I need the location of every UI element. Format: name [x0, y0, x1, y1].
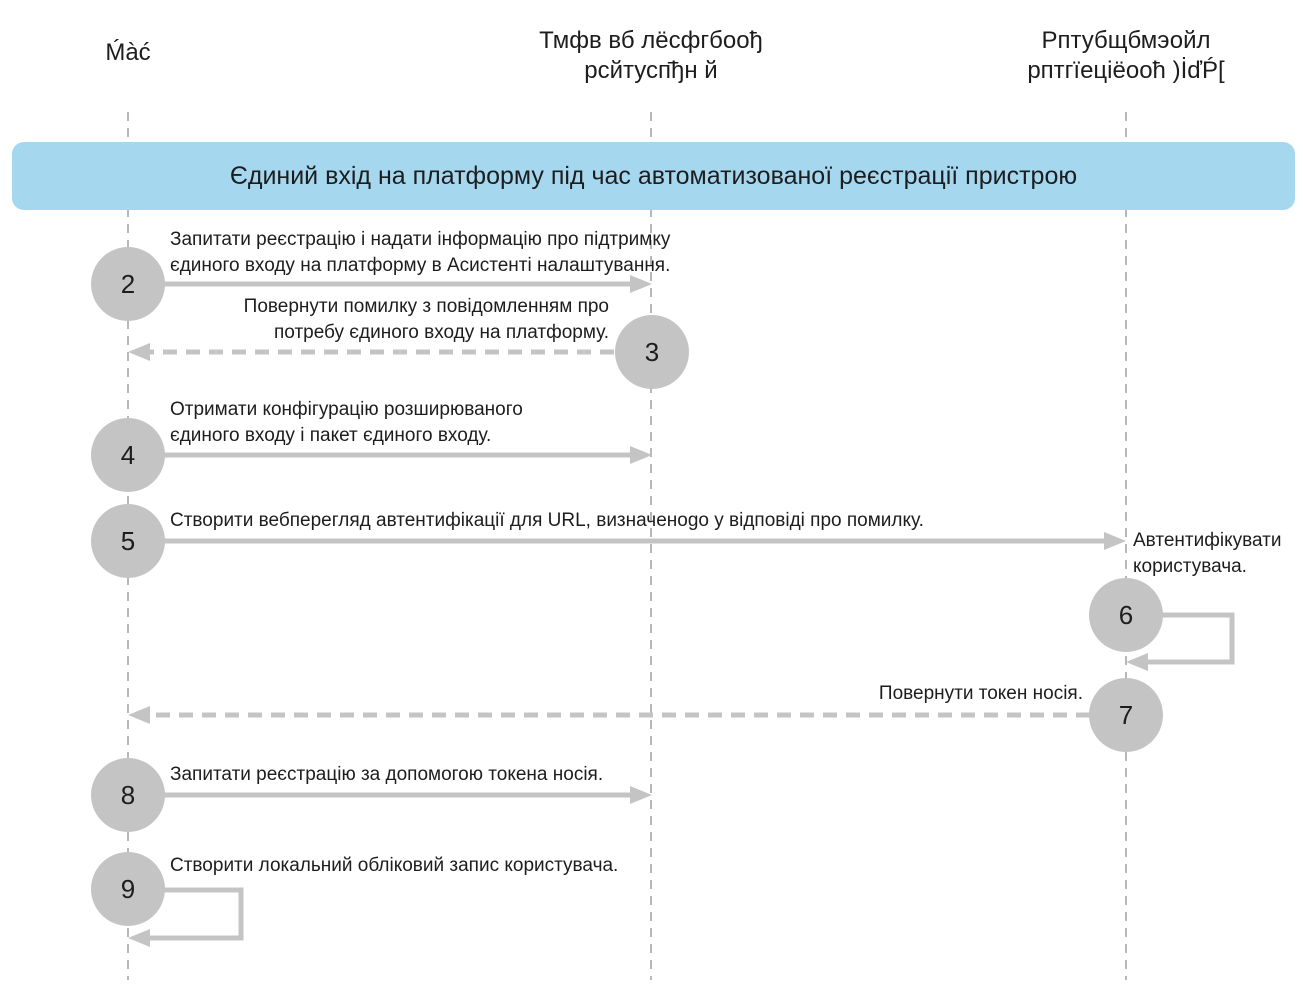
- arrowhead-step-3: [128, 343, 150, 361]
- arrowhead-step-4: [630, 446, 652, 464]
- step-9-label-line-1: Створити локальний обліковий запис корис…: [170, 855, 619, 876]
- arrowhead-step-7: [128, 706, 150, 724]
- step-2-label: Запитати реєстрацію і надати інформацію …: [170, 227, 670, 279]
- step-6-label-line-2: користувача.: [1133, 556, 1247, 577]
- step-5-label: Створити вебперегляд автентифікації для …: [170, 508, 924, 534]
- arrowhead-step-8: [630, 786, 652, 804]
- step-4-label-line-2: єдиного входу і пакет єдиного входу.: [170, 425, 492, 446]
- step-8-badge: 8: [91, 758, 165, 832]
- step-7-label: Повернути токен носія.: [879, 681, 1083, 707]
- step-3-label: Повернути помилку з повідомленням про по…: [244, 294, 609, 346]
- arrows: [128, 275, 1235, 947]
- step-3-label-line-1: Повернути помилку з повідомленням про: [243, 296, 609, 317]
- column-title-identity-provider: Рптубщбмэойл рптгїеціёооћ )İďṔ[: [976, 26, 1276, 86]
- column-title-device-service-line-1: Тмфв вб лёсфгбоођ: [539, 27, 763, 54]
- step-2-label-line-2: єдиного входу на платформу в Асистенті н…: [170, 255, 671, 276]
- column-title-device-service: Тмфв вб лёсфгбоођ рсйтусп̄ђн й: [501, 26, 801, 86]
- step-6-label: Автентифікувати користувача.: [1133, 528, 1281, 580]
- step-9-badge: 9: [91, 852, 165, 926]
- step-2-label-line-1: Запитати реєстрацію і надати інформацію …: [170, 229, 671, 250]
- step-8-label: Запитати реєстрацію за допомогою токена …: [170, 762, 603, 788]
- step-9-label: Створити локальний обліковий запис корис…: [170, 853, 618, 879]
- step-7-label-line-1: Повернути токен носія.: [878, 683, 1083, 704]
- step-4-label: Отримати конфігурацію розширюваного єдин…: [170, 397, 523, 449]
- banner: Єдиний вхід на платформу під час автомат…: [12, 142, 1295, 210]
- arrow-step-6: [1142, 612, 1235, 665]
- step-5-badge: 5: [91, 504, 165, 578]
- step-7-badge: 7: [1089, 678, 1163, 752]
- step-5-label-line-1: Створити вебперегляд автентифікації для …: [170, 510, 924, 531]
- arrowhead-step-5: [1104, 532, 1126, 550]
- arrowhead-step-6: [1126, 653, 1148, 671]
- step-6-label-line-1: Автентифікувати: [1133, 530, 1282, 551]
- step-8-label-line-1: Запитати реєстрацію за допомогою токена …: [170, 764, 604, 785]
- column-title-identity-provider-line-1: Рптубщбмэойл: [1041, 27, 1211, 54]
- step-6-badge: 6: [1089, 578, 1163, 652]
- step-3-label-line-2: потребу єдиного входу на платформу.: [274, 322, 609, 343]
- column-title-device-service-line-2: рсйтусп̄ђн й: [584, 57, 718, 84]
- step-4-label-line-1: Отримати конфігурацію розширюваного: [170, 399, 523, 420]
- column-title-mac: Ḿàć: [105, 39, 151, 66]
- banner-title: Єдиний вхід на платформу під час автомат…: [229, 161, 1078, 190]
- step-3-badge: 3: [615, 315, 689, 389]
- arrow-step-9: [144, 887, 244, 941]
- step-4-badge: 4: [91, 418, 165, 492]
- arrowhead-step-9: [128, 929, 150, 947]
- column-title-identity-provider-line-2: рптгїеціёооћ )İďṔ[: [1027, 57, 1225, 84]
- step-2-badge: 2: [91, 247, 165, 321]
- arrowhead-step-2: [630, 275, 652, 293]
